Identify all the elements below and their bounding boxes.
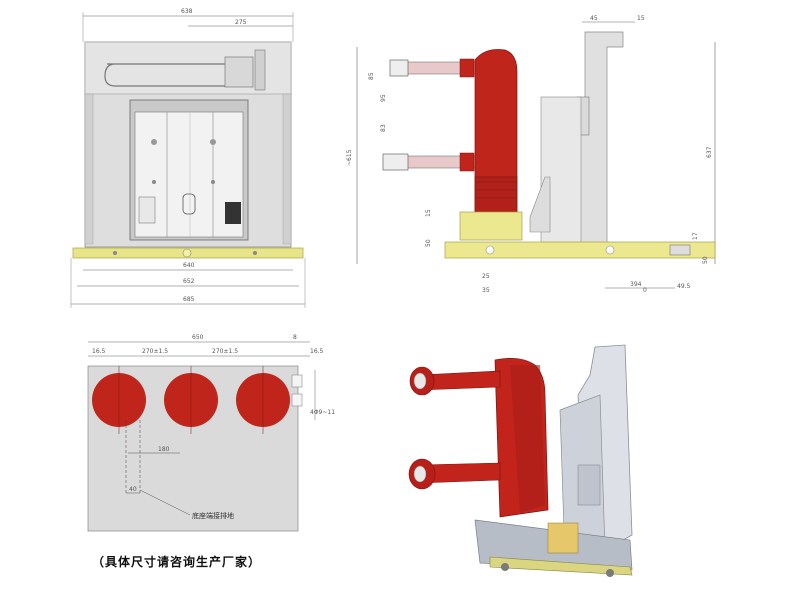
- top-dim-inner: 180: [158, 446, 170, 453]
- front-dim-bottom-3: 685: [183, 296, 195, 303]
- front-dim-partial: 275: [235, 19, 247, 26]
- side-dim-3: 83: [380, 124, 387, 132]
- side-dim-1: 85: [368, 72, 375, 80]
- side-dim-9: 50: [702, 256, 709, 264]
- top-dim-pitch-1: 270±1.5: [142, 348, 168, 355]
- side-dim-5: 50: [425, 239, 432, 247]
- front-view-drawing: 638 275 640 652 685: [70, 8, 306, 308]
- base-rail-side: [444, 241, 716, 259]
- insulator-pole: [474, 49, 518, 213]
- front-dim-bottom-2: 652: [183, 278, 195, 285]
- side-dim-2: 95: [380, 94, 387, 102]
- top-dim-left-edge: 16.5: [92, 348, 106, 355]
- top-dim-pitch-2: 270±1.5: [212, 348, 238, 355]
- side-dim-6: 25: [482, 273, 490, 280]
- top-dim-bottom: 40: [129, 486, 137, 493]
- side-dim-bottom-tol: 0: [643, 287, 647, 294]
- side-dim-4: 15: [425, 209, 432, 217]
- side-dim-height-left: ~615: [346, 149, 353, 166]
- front-dim-top: 638: [181, 8, 193, 15]
- side-dim-7: 35: [482, 287, 490, 294]
- top-view-drawing: 650 8 16.5 270±1.5 270±1.5 16.5 4Φ9~11 1…: [87, 334, 335, 532]
- top-dim-width: 650: [192, 334, 204, 341]
- side-dim-top-b: 15: [637, 15, 645, 22]
- grounding-callout: 底座端接排地: [192, 511, 234, 520]
- breaker-3d-render: [408, 344, 633, 577]
- top-dim-right-edge: 16.5: [310, 348, 324, 355]
- top-dim-hole: 4Φ9~11: [310, 409, 335, 416]
- footnote: （具体尺寸请咨询生产厂家）: [92, 555, 262, 569]
- side-dim-bottom-b: 49.5: [677, 283, 691, 290]
- side-dim-top-a: 45: [590, 15, 598, 22]
- side-dim-8: 17: [692, 232, 699, 240]
- front-dim-bottom-1: 640: [183, 262, 195, 269]
- side-dim-bottom-a: 394: [630, 281, 642, 288]
- top-dim-right-small: 8: [293, 334, 297, 341]
- side-view-drawing: ~615 637 45 15 85 95 83 15 50 25 35 17 5…: [346, 15, 716, 294]
- side-dim-height-right: 637: [706, 146, 713, 158]
- base-block-side: [459, 211, 523, 241]
